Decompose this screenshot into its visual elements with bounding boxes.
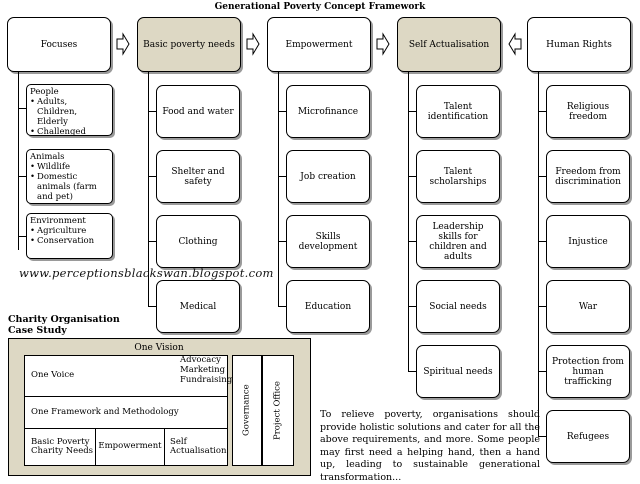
focus-item: Wildlife: [30, 162, 109, 172]
framework-cell: One Framework and Methodology: [24, 396, 228, 429]
self-actualisation-item: Leadership skills for children and adult…: [416, 215, 500, 268]
focus-item: Challenged: [30, 127, 109, 137]
self-actualisation-item: Social needs: [416, 280, 500, 333]
focus-group-people: People Adults, Children, Elderly Challen…: [26, 84, 113, 137]
watermark-url: www.perceptionsblackswan.blogspot.com: [19, 266, 274, 280]
advocacy-marketing-fundraising: Advocacy Marketing Fundraising: [180, 355, 233, 385]
focus-item: Domestic animals (farm and pet): [30, 172, 109, 202]
human-rights-item: Refugees: [546, 410, 630, 463]
empowerment-item: Skills development: [286, 215, 370, 268]
case-study-heading: Charity Organisation Case Study: [8, 314, 120, 336]
basic-needs-header: Basic poverty needs: [137, 17, 241, 72]
empowerment-item: Job creation: [286, 150, 370, 203]
human-rights-item: Injustice: [546, 215, 630, 268]
basic-needs-cell: Basic Poverty Charity Needs: [24, 428, 96, 466]
basic-need-item: Food and water: [156, 85, 240, 138]
self-actualisation-item: Talent scholarships: [416, 150, 500, 203]
left-arrow-icon: [508, 32, 522, 56]
focus-group-animals: Animals Wildlife Domestic animals (farm …: [26, 149, 113, 204]
basic-need-item: Medical: [156, 280, 240, 333]
human-rights-header: Human Rights: [527, 17, 631, 72]
self-actualisation-header: Self Actualisation: [397, 17, 501, 72]
right-arrow-icon: [376, 32, 390, 56]
right-arrow-icon: [116, 32, 130, 56]
human-rights-item: War: [546, 280, 630, 333]
empowerment-header: Empowerment: [267, 17, 371, 72]
diagram-title: Generational Poverty Concept Framework: [214, 2, 426, 12]
self-actualisation-item: Spiritual needs: [416, 345, 500, 398]
basic-need-item: Shelter and safety: [156, 150, 240, 203]
human-rights-item: Protection from human trafficking: [546, 345, 630, 398]
focuses-header: Focuses: [7, 17, 111, 72]
summary-note: To relieve poverty, organisations should…: [320, 409, 540, 483]
governance-cell: Governance: [232, 355, 262, 466]
one-voice-cell: One Voice: [24, 355, 228, 397]
empowerment-cell: Empowerment: [95, 428, 165, 466]
focus-item: Conservation: [30, 236, 109, 246]
empowerment-item: Education: [286, 280, 370, 333]
focus-group-environment: Environment Agriculture Conservation: [26, 213, 113, 259]
human-rights-item: Freedom from discrimination: [546, 150, 630, 203]
self-actualisation-cell: Self Actualisation: [164, 428, 228, 466]
right-arrow-icon: [246, 32, 260, 56]
human-rights-item: Religious freedom: [546, 85, 630, 138]
focus-item: Agriculture: [30, 226, 109, 236]
focus-group-name: Animals: [30, 152, 65, 162]
basic-need-item: Clothing: [156, 215, 240, 268]
focus-item: Adults, Children, Elderly: [30, 97, 109, 127]
empowerment-item: Microfinance: [286, 85, 370, 138]
one-vision-label: One Vision: [134, 343, 184, 353]
self-actualisation-item: Talent identification: [416, 85, 500, 138]
focus-group-name: People: [30, 87, 59, 97]
focus-group-name: Environment: [30, 216, 86, 226]
project-office-cell: Project Office: [262, 355, 294, 466]
